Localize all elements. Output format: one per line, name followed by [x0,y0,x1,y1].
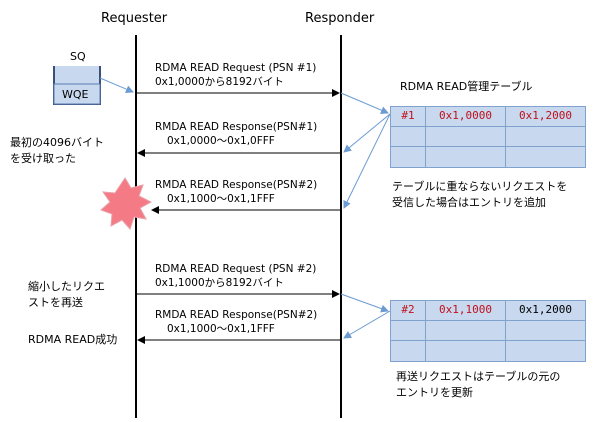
note-first-received-1: 最初の4096バイト [10,136,104,149]
table1-cell [390,126,426,147]
note-first-received-2: を受け取った [10,152,76,165]
sq-queue [53,66,101,105]
table-to-resp1-arrow [343,113,391,153]
msg-2-line2: 0x1,0000～0x1,0FFF [167,135,275,147]
note-success: RDMA READ成功 [28,333,118,346]
table2-cell [390,320,426,341]
table2-cell [505,320,586,341]
table2-note-1: 再送リクエストはテーブルの元の [396,370,561,383]
note-resend-2: ストを再送 [28,296,83,309]
table1-cell [390,146,426,168]
table2-note-2: エントリを更新 [396,386,473,399]
msg-4-line2: 0x1,1000から8192バイト [155,277,284,289]
msg-2-line1: RMDA READ Response(PSN#1) [155,121,318,133]
table2-cell [425,320,506,341]
table2-row1-end: 0x1,2000 [505,300,586,321]
msg-1-line2: 0x1,0000から8192バイト [155,76,284,88]
msg-4-line1: RDMA READ Request (PSN #2) [155,263,317,275]
table2-cell [425,340,506,362]
table1-cell [505,146,586,168]
table1-note-2: 受信した場合はエントリを追加 [392,196,546,209]
table2-cell [505,340,586,362]
table1-title: RDMA READ管理テーブル [400,80,533,93]
requester-label: Requester [101,11,168,26]
sq-label: SQ [70,50,86,63]
msg-3-line1: RMDA READ Response(PSN#2) [155,179,318,191]
table1-row1-end: 0x1,2000 [505,106,586,127]
table1-row1-start: 0x1,0000 [425,106,506,127]
table2-row1-start: 0x1,1000 [425,300,506,321]
table2-row1-id: #2 [390,300,426,321]
table-to-resp2-arrow [343,113,391,209]
msg-3-line2: 0x1,1000～0x1,1FFF [167,193,275,205]
req1-to-table-arrow [340,92,389,114]
note-resend-1: 縮小したリクエ [28,280,105,293]
msg-1-line1: RDMA READ Request (PSN #1) [155,62,317,74]
responder-label: Responder [305,11,375,26]
table2-cell [390,340,426,362]
msg-5-line1: RMDA READ Response(PSN#2) [155,309,318,321]
req2-to-table-arrow [340,293,389,313]
sq-to-requester-arrow [99,77,134,93]
table-to-resp3-arrow [343,310,391,339]
table1: #1 0x1,0000 0x1,2000 [390,106,586,168]
wqe-label: WQE [62,88,89,101]
msg-5-line2: 0x1,1000～0x1,1FFF [167,323,275,335]
packet-loss-burst [100,177,153,230]
table1-cell [425,146,506,168]
table2: #2 0x1,1000 0x1,2000 [390,300,586,362]
table1-row1-id: #1 [390,106,426,127]
table1-note-1: テーブルに重ならないリクエストを [392,180,568,193]
table1-cell [425,126,506,147]
table1-cell [505,126,586,147]
